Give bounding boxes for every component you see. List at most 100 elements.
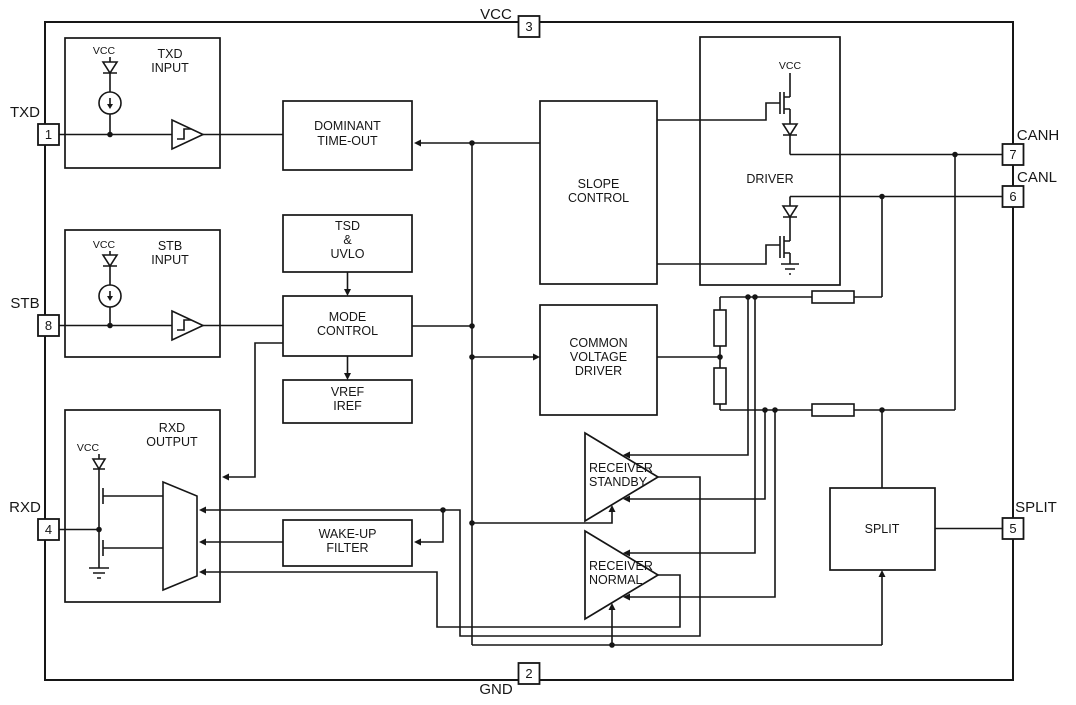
stb-input-label: STB (158, 239, 182, 253)
wire-receiver-input-3 (625, 297, 756, 554)
pin-box-canh (1001, 143, 1025, 166)
wire-mode-to-mux-select (224, 342, 283, 478)
arrow-icon (344, 289, 351, 296)
pin-box-gnd (517, 662, 541, 685)
common-voltage-driver-label: DRIVER (575, 364, 622, 378)
resistor-icon (713, 367, 727, 405)
junction-dot (469, 520, 475, 526)
rxd-output-label: OUTPUT (146, 435, 198, 449)
arrow-icon (107, 104, 113, 109)
stb-input-vcc-label: VCC (93, 239, 116, 251)
receiver-normal-triangle (584, 529, 660, 621)
junction-dots (96, 131, 958, 648)
pin-label-txd: TXD (10, 104, 40, 121)
diode-icon (91, 458, 107, 471)
arrow-icon (107, 296, 113, 301)
pin-box-txd (37, 123, 60, 146)
pin-label-gnd: GND (479, 681, 513, 698)
wire-slope-gate-low (657, 244, 780, 265)
arrow-icon (608, 603, 616, 610)
arrow-icon (414, 139, 421, 147)
tsd-uvlo-label: TSD (335, 219, 360, 233)
txd-input-label: INPUT (151, 61, 189, 75)
resistor-icon (811, 403, 855, 417)
junction-dot (879, 193, 885, 200)
junction-dot (745, 294, 751, 300)
arrow-icon (878, 570, 886, 577)
rxd-output-label: RXD (159, 421, 185, 435)
slope-control-label: SLOPE (578, 177, 620, 191)
pin-label-canl: CANL (1017, 169, 1057, 186)
pin-number-canh: 7 (1009, 147, 1016, 162)
junction-dot (609, 642, 615, 648)
wire-slope-gate-high (657, 102, 780, 121)
pin-labels: TXD STB RXD VCC GND CANH CANL SPLIT (9, 6, 1059, 698)
split-box (829, 487, 936, 571)
pin-box-stb (37, 314, 60, 337)
pin-box-rxd (37, 518, 60, 541)
stb-input-box (64, 229, 221, 358)
wire-standby-output (201, 476, 701, 637)
wire-wakeup-branch (416, 510, 444, 543)
dominant-timeout-label: DOMINANT (314, 119, 381, 133)
txd-input-box (64, 37, 221, 169)
stb-input-label: INPUT (151, 253, 189, 267)
arrowheads (107, 104, 886, 610)
hysteresis-icon (177, 128, 191, 140)
wire-normal-output (201, 571, 681, 628)
block-boxes (64, 36, 936, 603)
driver-box (699, 36, 841, 286)
arrow-icon (623, 495, 630, 503)
junction-dot (752, 294, 758, 300)
vref-iref-label: IREF (333, 399, 362, 413)
pin-number-txd: 1 (45, 127, 52, 142)
diode-icon (781, 123, 799, 137)
junction-dot (772, 407, 778, 413)
diode-icon (101, 254, 119, 268)
mux-icon (162, 480, 198, 592)
junction-dot (469, 323, 475, 329)
pin-number-stb: 8 (45, 318, 52, 333)
arrow-icon (623, 549, 630, 557)
arrow-icon (608, 505, 616, 512)
hysteresis-icon (177, 319, 191, 331)
junction-dot (469, 140, 475, 146)
pin-box-canl (1001, 185, 1025, 208)
dominant-timeout-box (282, 100, 413, 171)
pin-number-vcc: 3 (525, 19, 532, 34)
wire-bottom-bus (472, 573, 883, 646)
receiver-standby-label: STANDBY (589, 475, 648, 489)
pin-boxes (37, 15, 1025, 685)
schmitt-trigger-icon (171, 118, 205, 151)
pin-numbers: 1 8 4 3 2 7 6 5 (45, 19, 1017, 681)
receiver-normal-label: NORMAL (589, 573, 643, 587)
resistor-icon (811, 290, 855, 304)
dominant-timeout-label: TIME-OUT (317, 134, 378, 148)
junction-dot (107, 131, 113, 138)
vref-iref-label: VREF (331, 385, 365, 399)
junction-dot (107, 322, 113, 329)
pin-box-vcc (517, 15, 541, 38)
pin-label-rxd: RXD (9, 499, 41, 516)
wire-receiver-input-4 (625, 410, 776, 598)
junction-dot (879, 407, 885, 413)
common-voltage-driver-label: VOLTAGE (570, 350, 627, 364)
diode-icon (101, 61, 119, 75)
vref-iref-box (282, 379, 413, 424)
common-voltage-driver-label: COMMON (569, 336, 627, 350)
junction-dot (952, 151, 958, 158)
common-voltage-driver-box (539, 304, 658, 416)
txd-input-vcc-label: VCC (93, 45, 116, 57)
wakeup-filter-label: WAKE-UP (319, 527, 377, 541)
pin-label-canh: CANH (1017, 127, 1060, 144)
slope-control-box (539, 100, 658, 285)
wires (59, 57, 1003, 646)
schmitt-trigger-icon (171, 309, 205, 342)
tsd-uvlo-box (282, 214, 413, 273)
wakeup-filter-label: FILTER (326, 541, 368, 555)
symbols (91, 61, 855, 592)
pin-label-stb: STB (10, 295, 39, 312)
pin-box-split (1001, 517, 1025, 540)
wire-stb-source-column (103, 251, 117, 326)
